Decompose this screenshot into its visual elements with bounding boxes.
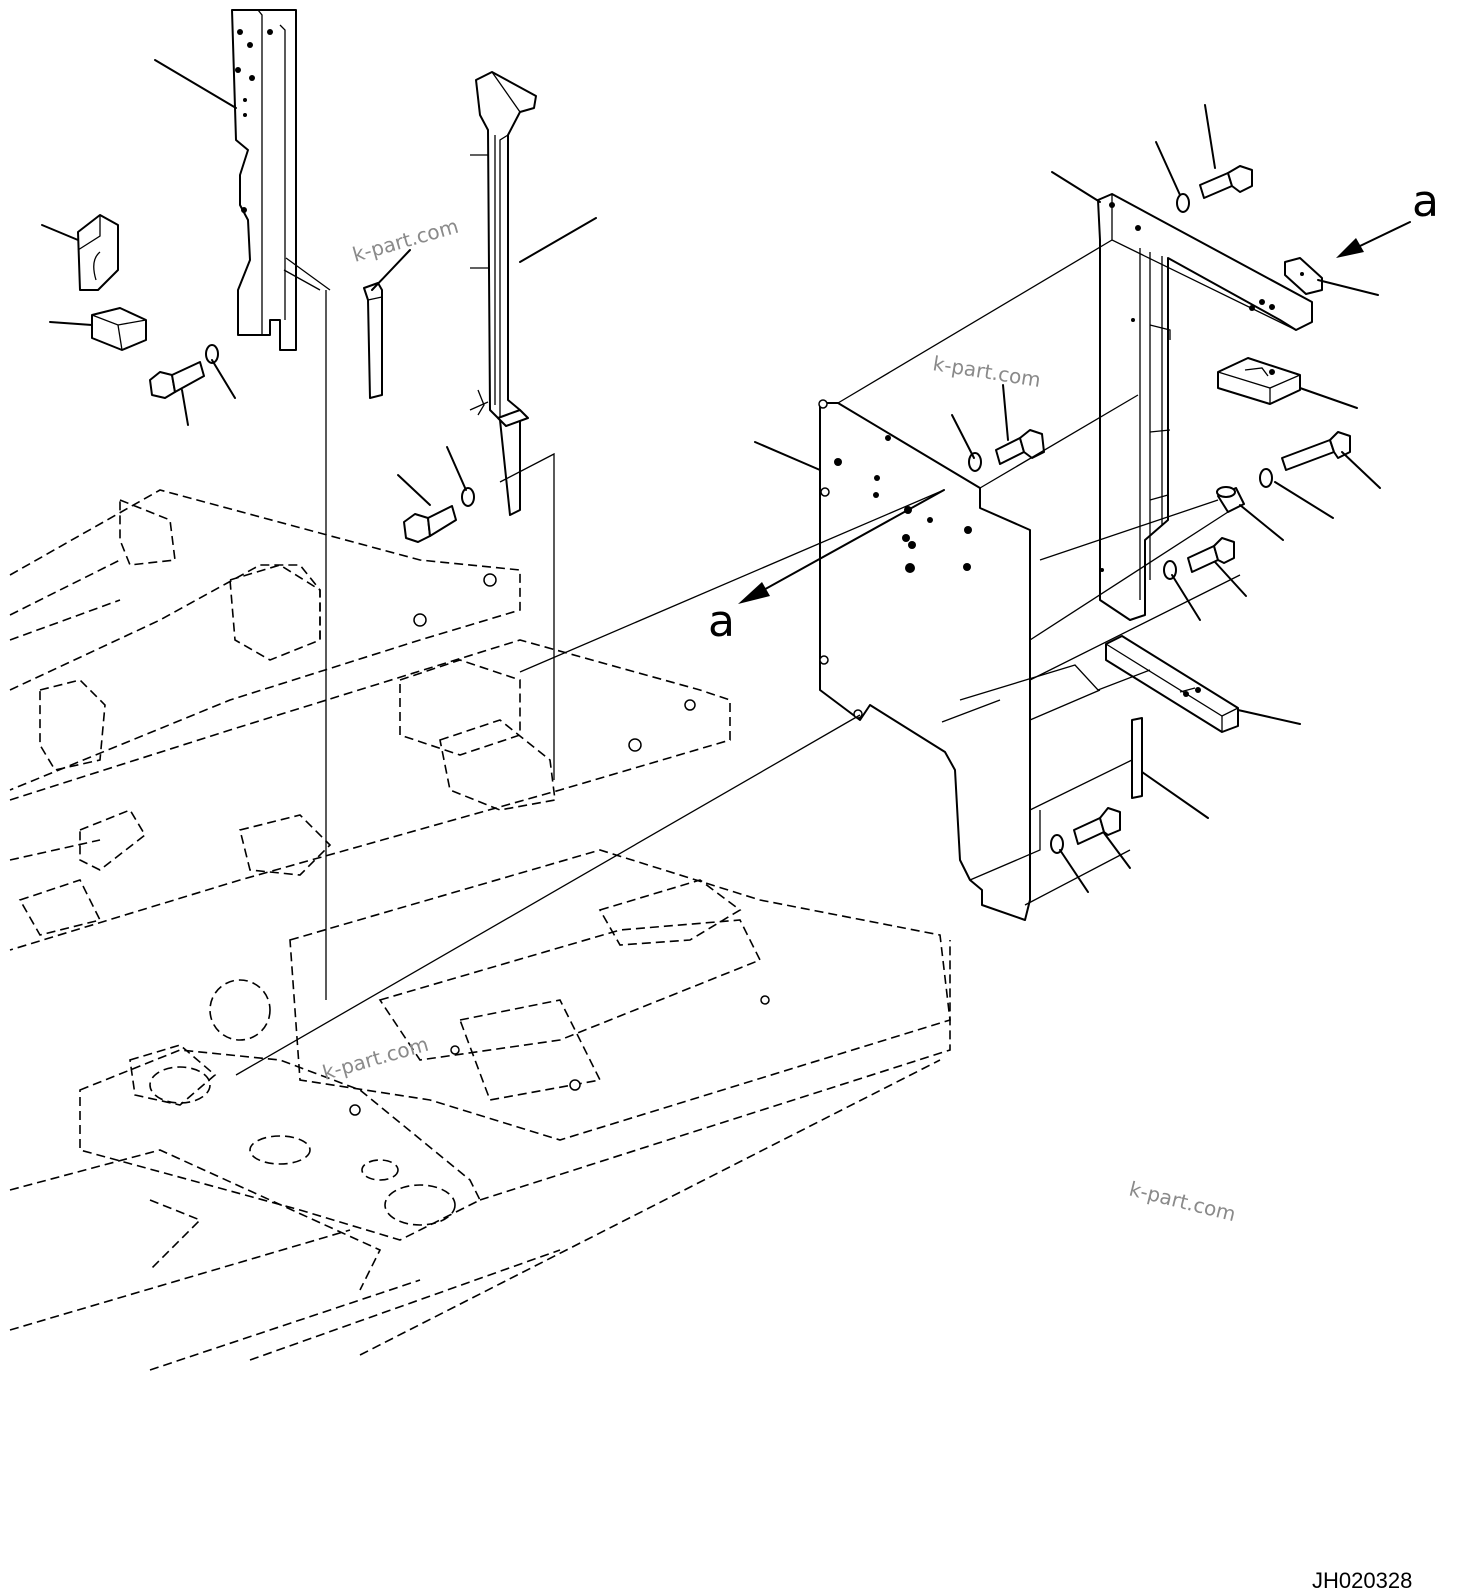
- bolt-top-right: [1176, 165, 1253, 213]
- watermark: k-part.com: [320, 1032, 431, 1085]
- long-bolt: [1259, 431, 1351, 488]
- bolt-center: [403, 487, 475, 543]
- long-bar: [1105, 635, 1239, 733]
- bolt-bottom-right: [1050, 807, 1121, 854]
- spacer-block: [91, 307, 147, 351]
- notched-block: [1217, 357, 1301, 405]
- watermark: k-part.com: [350, 214, 461, 267]
- view-label-a-right: a: [1412, 176, 1439, 227]
- watermark: k-part.com: [1127, 1177, 1238, 1227]
- small-plate: [1284, 257, 1323, 295]
- shim-strip: [1131, 717, 1143, 799]
- view-arrow-a-right: a: [1336, 176, 1439, 258]
- revolving-frame-outline: [9, 489, 951, 1371]
- view-label-a-left: a: [708, 596, 735, 647]
- collar: [1216, 486, 1245, 513]
- view-arrow-a-left: a: [708, 489, 945, 647]
- left-vertical-bracket: [231, 9, 297, 351]
- assembly-guide-lines: [235, 239, 1241, 1076]
- vertical-strip-small: [363, 282, 383, 399]
- center-vertical-channel: [469, 71, 537, 516]
- bolt-mid-right: [1163, 537, 1235, 580]
- cutout-block: [77, 214, 119, 291]
- bolt-plate: [968, 429, 1045, 472]
- large-mounting-plate: [818, 399, 1031, 921]
- bolt-left-top: [149, 344, 219, 399]
- drawing-code: JH020328: [1312, 1568, 1412, 1593]
- watermark: k-part.com: [931, 351, 1042, 392]
- leader-lines: [41, 59, 1381, 893]
